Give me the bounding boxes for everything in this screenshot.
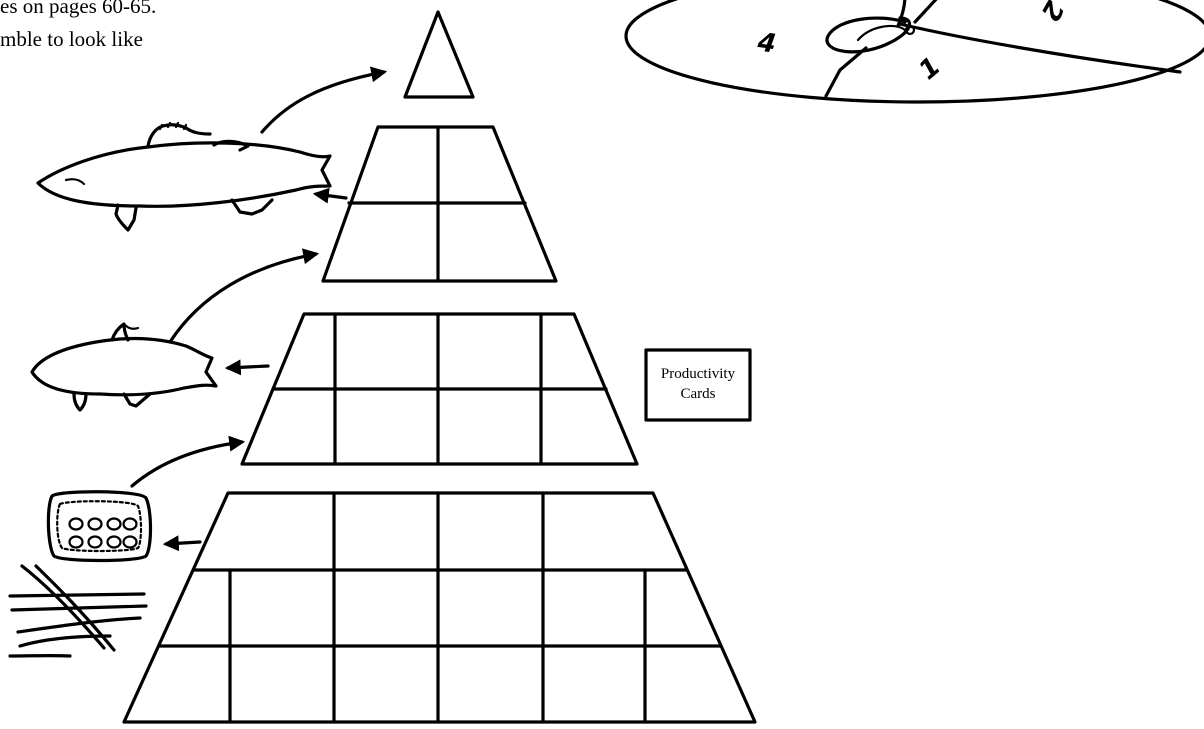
- spinner-number-2: 2: [1034, 0, 1069, 26]
- spinner: 4 2 1: [626, 0, 1204, 102]
- arrow-level-4-to-plankton: [166, 542, 200, 544]
- spinner-divider-right: [900, 24, 1180, 72]
- pyramid-level-4: [124, 493, 755, 722]
- large-fish-icon: [38, 123, 330, 230]
- spinner-divider-top-right: [915, 0, 940, 22]
- aquatic-plants-icon: [10, 566, 146, 656]
- spinner-number-1: 1: [914, 52, 947, 87]
- arrow-level-3-to-small-fish: [228, 366, 268, 368]
- productivity-cards-border: [646, 350, 750, 420]
- arrow-small-fish-to-level-2: [170, 254, 316, 342]
- apex-triangle: [405, 12, 473, 97]
- pyramid-level-3: [242, 314, 637, 464]
- spinner-number-4: 4: [755, 27, 778, 59]
- productivity-cards-label-line-1: Productivity: [661, 366, 736, 382]
- arrow-large-fish-to-apex: [262, 72, 384, 132]
- productivity-cards-box: Productivity Cards: [646, 350, 750, 420]
- pyramid-level-1: [405, 12, 473, 97]
- productivity-cards-label-line-2: Cards: [681, 386, 716, 402]
- arrow-level-2-to-large-fish: [316, 194, 346, 198]
- spinner-divider-left: [826, 48, 866, 96]
- pyramid-level-2: [323, 127, 556, 281]
- plankton-icon: [48, 492, 150, 561]
- small-fish-icon: [32, 324, 216, 410]
- arrow-plankton-to-level-3: [132, 442, 242, 486]
- spinner-disc: [626, 0, 1204, 102]
